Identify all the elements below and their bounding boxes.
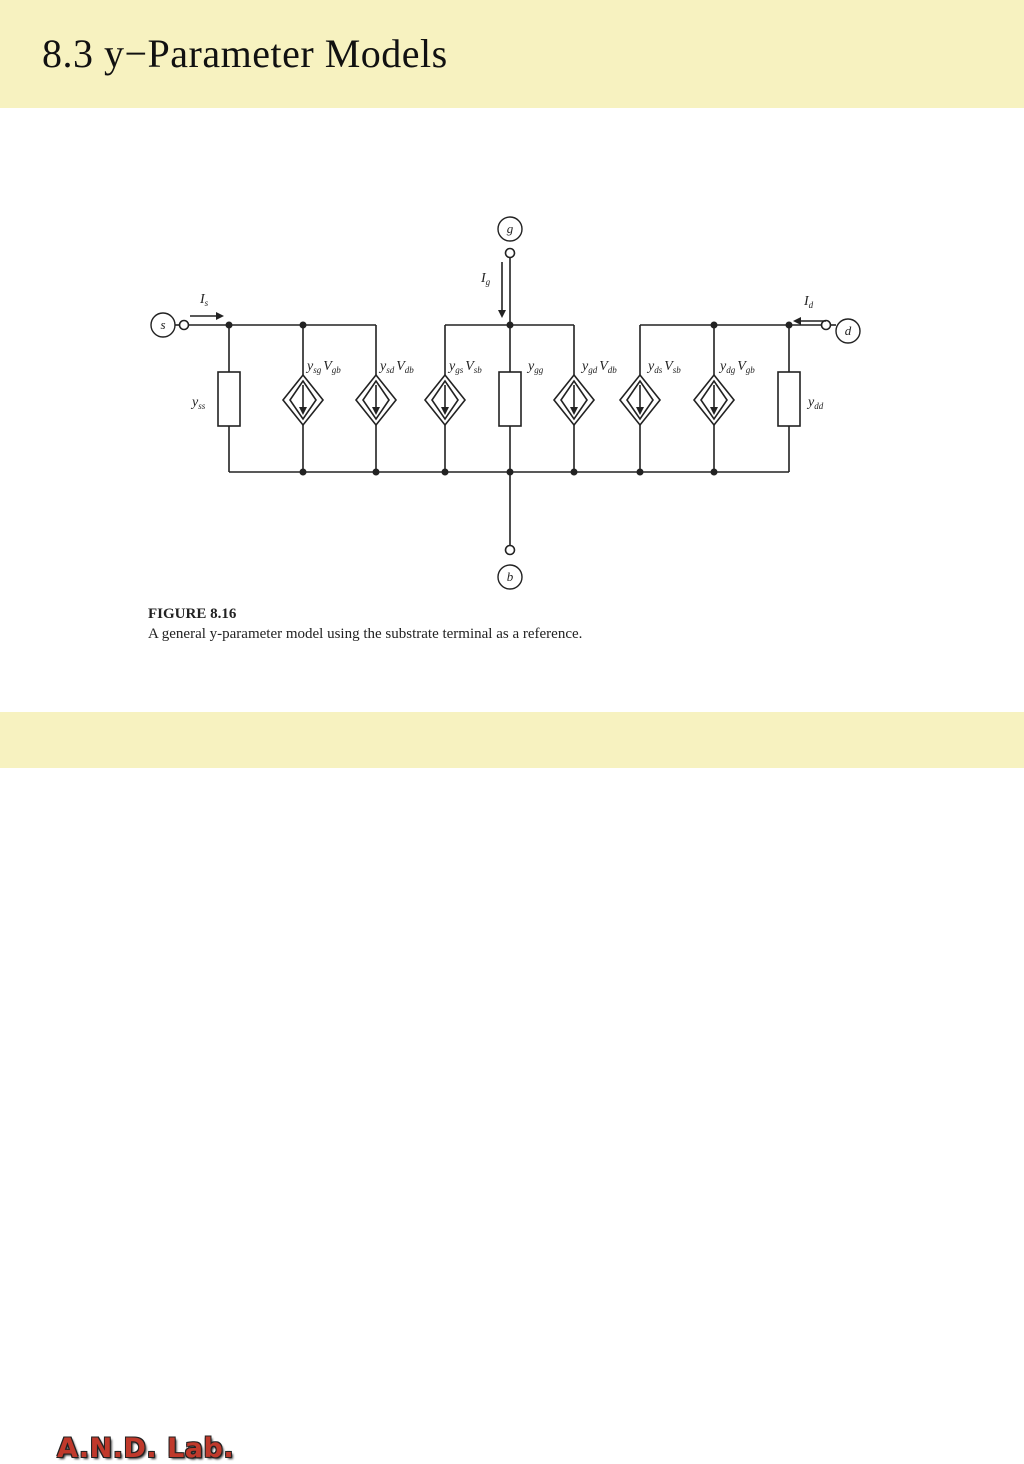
drain-current-label: Id (803, 294, 814, 310)
figure-caption-title: FIGURE 8.16 (148, 606, 237, 622)
drain-terminal-label: d (845, 323, 852, 338)
footer-bar: A.N.D. Lab. (0, 712, 1024, 1464)
ysg-current-source (281, 325, 325, 472)
junction-dots (225, 321, 793, 476)
ydg-current-source (692, 325, 736, 472)
ydd-label: ydd (806, 395, 824, 411)
source-terminal-label: s (160, 317, 165, 332)
source-node (178, 319, 190, 331)
yds-current-source (618, 325, 662, 472)
ygd-current-source (552, 325, 596, 472)
gate-current-label: Ig (480, 271, 491, 287)
bulk-node (504, 544, 516, 556)
header-bar: 8.3 y−Parameter Models (0, 0, 1024, 108)
source-current-label: Is (199, 292, 209, 308)
gate-node (504, 247, 516, 259)
gate-terminal-circle (497, 216, 523, 242)
ygg-label: ygg (526, 359, 544, 375)
gate-terminal-label: g (507, 221, 514, 236)
ygs-current-source (423, 325, 467, 472)
drain-node (820, 319, 832, 331)
drain-terminal-circle (835, 318, 861, 344)
ydd-admittance (777, 371, 801, 427)
and-lab-logo: A.N.D. Lab. (57, 1433, 235, 1464)
source-terminal-circle (150, 312, 176, 338)
figure-caption-text: A general y-parameter model using the su… (148, 626, 583, 642)
ygg-admittance (498, 371, 522, 427)
bulk-terminal-label: b (507, 569, 514, 584)
bulk-terminal-circle (497, 564, 523, 590)
ysd-current-source (354, 325, 398, 472)
yss-admittance (217, 371, 241, 427)
page-title: 8.3 y−Parameter Models (42, 31, 448, 76)
yss-label: yss (190, 395, 206, 411)
